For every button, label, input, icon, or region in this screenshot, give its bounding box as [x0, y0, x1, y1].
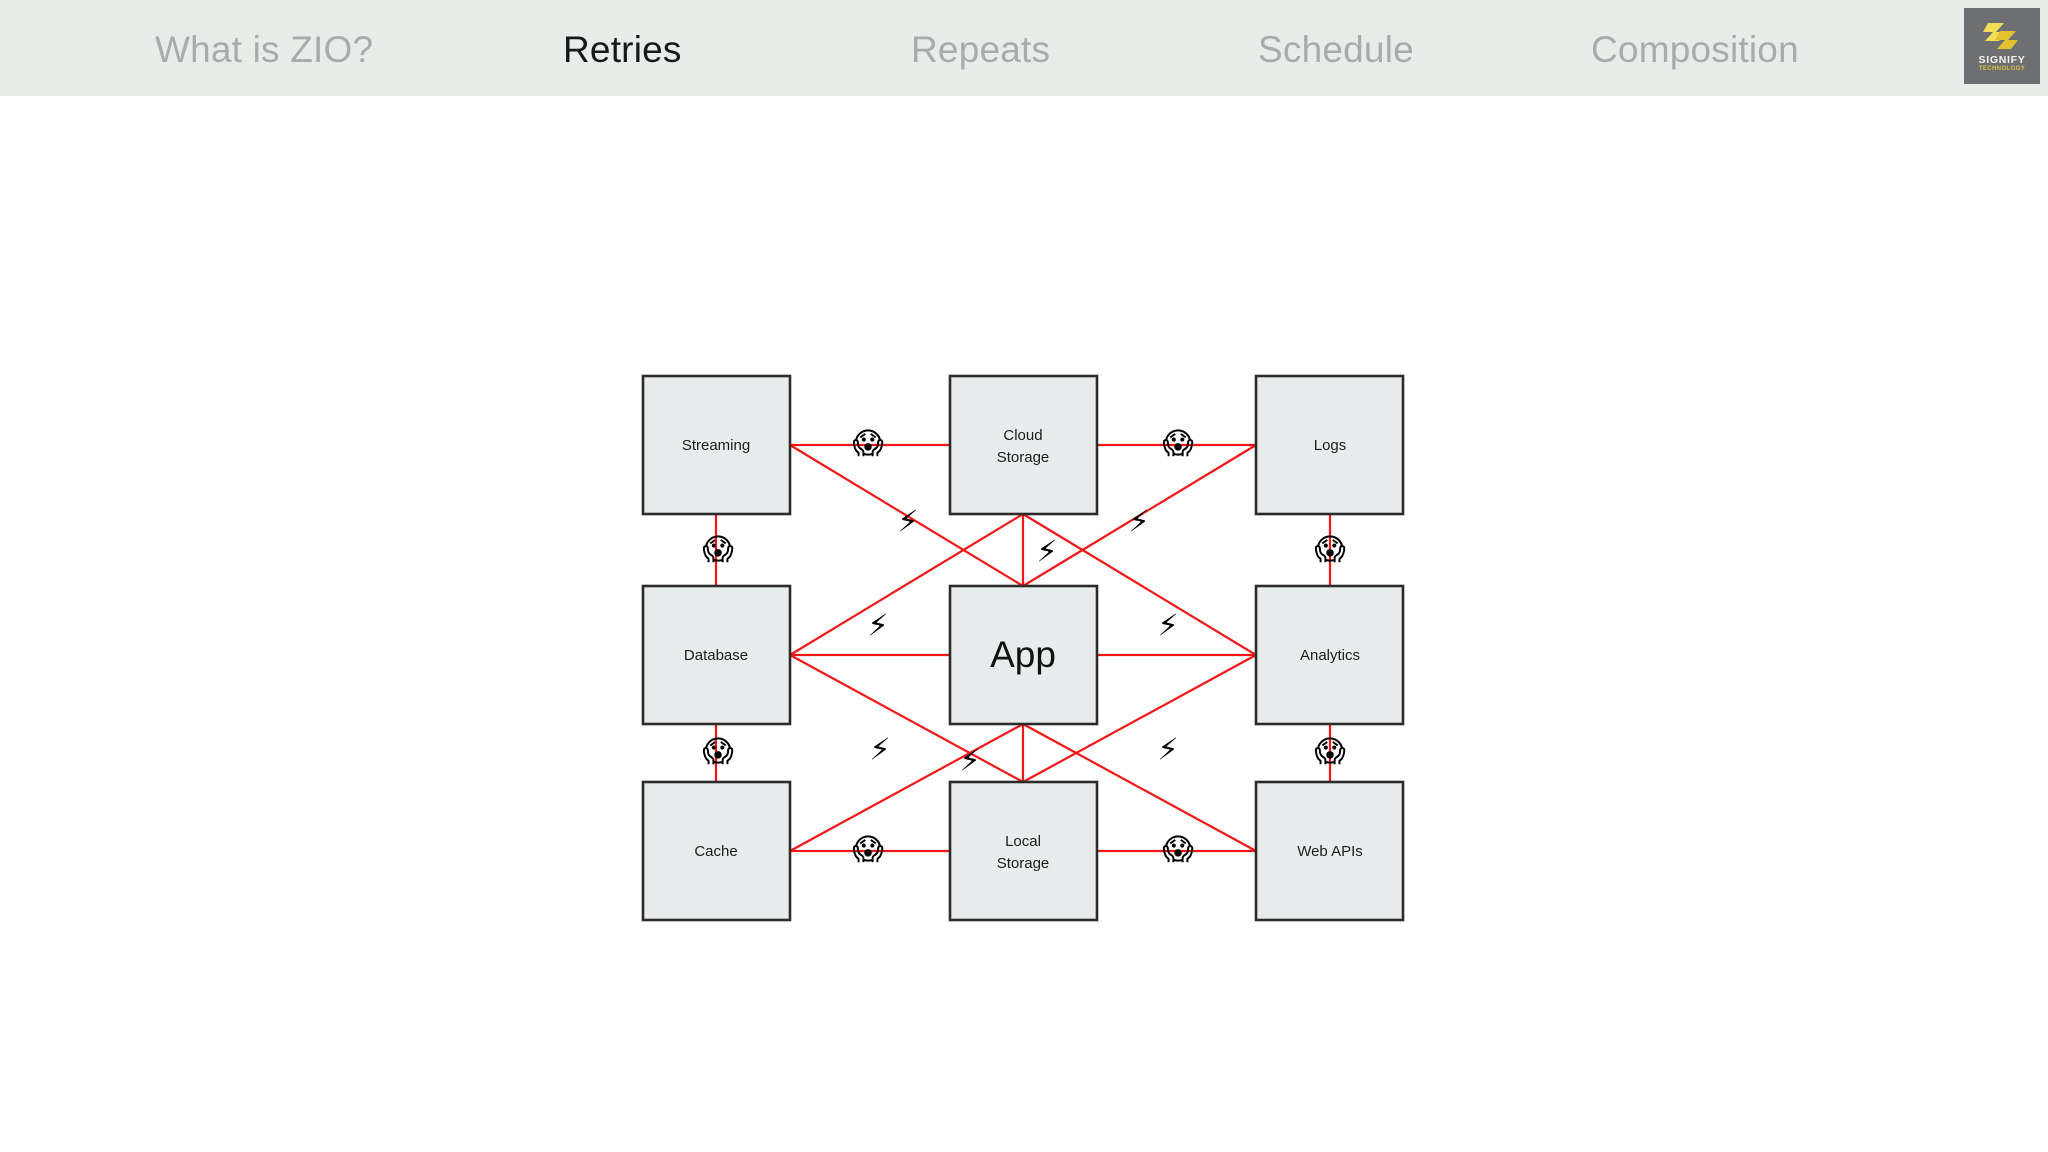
node-database-label: Database [684, 647, 748, 664]
brand-subtitle-text: TECHNOLOGY [1978, 66, 2026, 73]
edge-cloud-storage-analytics [1022, 513, 1257, 656]
node-streaming[interactable]: Streaming [641, 374, 792, 516]
node-local-storage[interactable]: Local Storage [948, 780, 1099, 922]
high-voltage-icon: ⚡ [1036, 535, 1057, 570]
node-cache-label: Cache [694, 843, 737, 860]
brand-name-text: SIGNIFY [1978, 54, 2026, 67]
nav-item-repeats[interactable]: Repeats [911, 29, 1051, 70]
nav-item-schedule[interactable]: Schedule [1258, 29, 1414, 70]
failure-marker-layer: 😱 😱 😱 😱 😱 😱 😱 😱 [702, 427, 1345, 868]
edge-cloud-storage-database [789, 513, 1024, 656]
face-screaming-in-fear-icon: 😱 [1162, 833, 1193, 868]
high-voltage-icon: ⚡ [959, 744, 980, 779]
face-screaming-in-fear-icon: 😱 [852, 833, 883, 868]
node-app[interactable]: App [948, 584, 1099, 726]
signify-s-mark-icon [1983, 23, 2018, 50]
node-cache[interactable]: Cache [641, 780, 792, 922]
node-local-storage-label-line1: Local [1005, 833, 1041, 850]
top-navigation-bar: What is ZIO? Retries Repeats Schedule Co… [0, 0, 2048, 96]
high-voltage-icon: ⚡ [1128, 505, 1149, 540]
node-web-apis-label: Web APIs [1297, 843, 1363, 860]
high-voltage-icon: ⚡ [1157, 609, 1178, 644]
edge-app-cache [789, 723, 1024, 852]
nav-item-composition[interactable]: Composition [1591, 29, 1799, 70]
high-voltage-icon: ⚡ [869, 733, 890, 768]
diagram-node-layer: Streaming Cloud Storage Logs Database Ap… [641, 374, 1405, 922]
high-voltage-icon: ⚡ [1157, 733, 1178, 768]
node-cloud-storage-label-line2: Storage [997, 449, 1050, 466]
diagram-edge-layer [714, 443, 1332, 853]
edge-app-web-apis [1022, 723, 1257, 852]
lightning-marker-layer: ⚡ ⚡ ⚡ ⚡ ⚡ ⚡ ⚡ ⚡ [867, 505, 1178, 779]
face-screaming-in-fear-icon: 😱 [852, 427, 883, 462]
face-screaming-in-fear-icon: 😱 [1314, 735, 1345, 770]
node-cloud-storage-label-line1: Cloud [1003, 427, 1042, 444]
face-screaming-in-fear-icon: 😱 [702, 533, 733, 568]
node-local-storage-label-line2: Storage [997, 855, 1050, 872]
nav-item-list: What is ZIO? Retries Repeats Schedule Co… [0, 0, 1955, 96]
edge-local-storage-database [789, 654, 1024, 783]
nav-item-retries[interactable]: Retries [563, 29, 682, 70]
node-web-apis[interactable]: Web APIs [1254, 780, 1405, 922]
node-database[interactable]: Database [641, 584, 792, 726]
app-dependency-diagram: Streaming Cloud Storage Logs Database Ap… [641, 374, 1405, 922]
node-analytics[interactable]: Analytics [1254, 584, 1405, 726]
node-app-label: App [990, 634, 1056, 675]
node-logs[interactable]: Logs [1254, 374, 1405, 516]
node-cloud-storage[interactable]: Cloud Storage [948, 374, 1099, 516]
node-streaming-label: Streaming [682, 437, 750, 454]
high-voltage-icon: ⚡ [897, 505, 918, 540]
edge-app-logs [1022, 444, 1257, 587]
node-analytics-label: Analytics [1300, 647, 1360, 664]
nav-item-what-is-zio[interactable]: What is ZIO? [155, 29, 374, 70]
face-screaming-in-fear-icon: 😱 [1314, 533, 1345, 568]
signify-technology-logo[interactable]: SIGNIFY TECHNOLOGY [1964, 8, 2040, 84]
edge-local-storage-analytics [1022, 654, 1257, 783]
face-screaming-in-fear-icon: 😱 [702, 735, 733, 770]
face-screaming-in-fear-icon: 😱 [1162, 427, 1193, 462]
slide-content-area: Streaming Cloud Storage Logs Database Ap… [0, 96, 2048, 1152]
edge-app-streaming [789, 444, 1024, 587]
node-logs-label: Logs [1314, 437, 1347, 454]
high-voltage-icon: ⚡ [867, 609, 888, 644]
